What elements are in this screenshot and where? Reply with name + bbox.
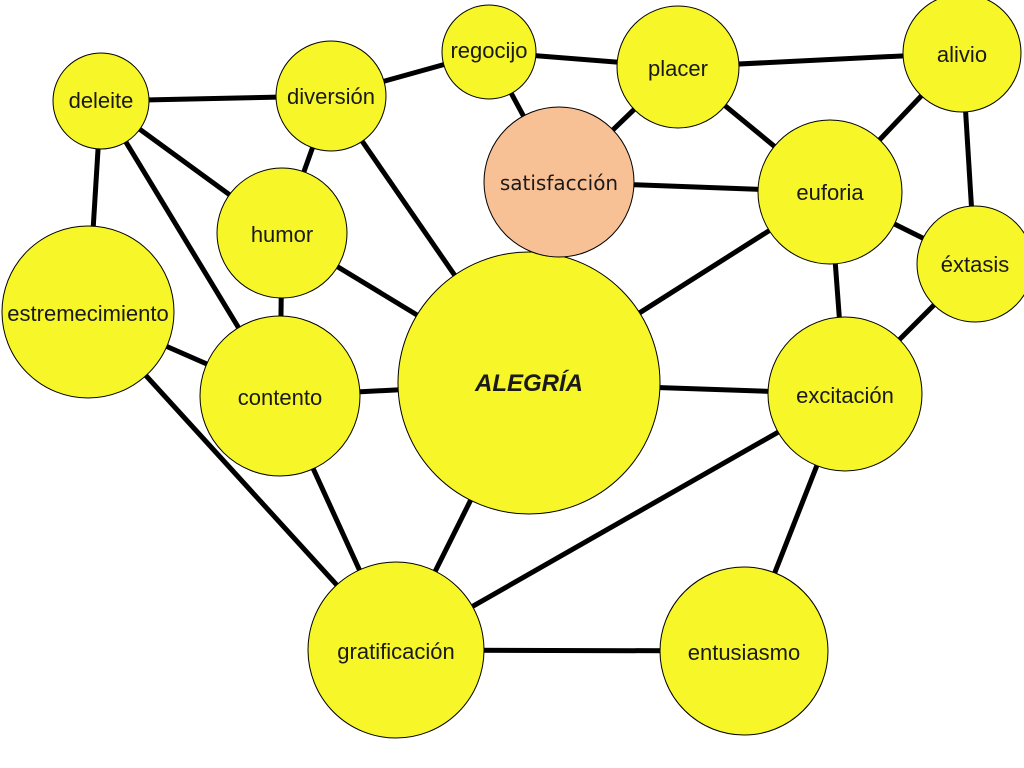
node-placer: placer	[616, 5, 740, 129]
node-gratificacion: gratificación	[307, 561, 485, 739]
node-humor: humor	[216, 167, 348, 299]
node-alivio: alivio	[902, 0, 1022, 113]
node-satisfaccion-circle	[483, 106, 635, 258]
nodes-layer: ALEGRÍA deleite diversión regocijo placer ali…	[1, 0, 1024, 739]
node-alivio-circle	[902, 0, 1022, 113]
node-euforia: euforia	[757, 119, 903, 265]
node-entusiasmo-label: entusiasmo	[688, 640, 801, 665]
node-diversion-label: diversión	[287, 84, 375, 109]
node-alegria-circle	[397, 251, 661, 515]
node-satisfaccion: satisfacción	[483, 106, 635, 258]
node-satisfaccion-label: satisfacción	[500, 171, 618, 195]
node-diversion-circle	[275, 40, 387, 152]
node-deleite-label: deleite	[69, 88, 134, 113]
node-alivio-label: alivio	[937, 42, 987, 67]
node-estremecimiento: estremecimiento	[1, 225, 175, 399]
node-alegria: ALEGRÍA	[397, 251, 661, 515]
node-deleite: deleite	[52, 52, 150, 150]
node-humor-label: humor	[251, 222, 313, 247]
node-excitacion-circle	[767, 316, 923, 472]
node-placer-circle	[616, 5, 740, 129]
node-extasis: éxtasis	[916, 205, 1024, 323]
node-placer-label: placer	[648, 56, 708, 81]
node-euforia-circle	[757, 119, 903, 265]
node-estremecimiento-label: estremecimiento	[7, 301, 168, 326]
node-excitacion: excitación	[767, 316, 923, 472]
node-gratificacion-label: gratificación	[337, 639, 454, 664]
node-alegria-label: ALEGRÍA	[474, 369, 583, 397]
node-regocijo-circle	[441, 4, 537, 100]
node-entusiasmo: entusiasmo	[659, 566, 829, 736]
node-extasis-circle	[916, 205, 1024, 323]
node-excitacion-label: excitación	[796, 383, 894, 408]
node-diversion: diversión	[275, 40, 387, 152]
node-contento-label: contento	[238, 385, 322, 410]
node-deleite-circle	[52, 52, 150, 150]
node-humor-circle	[216, 167, 348, 299]
node-regocijo-label: regocijo	[450, 38, 527, 63]
node-contento-circle	[199, 315, 361, 477]
node-contento: contento	[199, 315, 361, 477]
node-extasis-label: éxtasis	[941, 252, 1009, 277]
node-estremecimiento-circle	[1, 225, 175, 399]
node-entusiasmo-circle	[659, 566, 829, 736]
node-gratificacion-circle	[307, 561, 485, 739]
node-euforia-label: euforia	[796, 180, 864, 205]
node-regocijo: regocijo	[441, 4, 537, 100]
